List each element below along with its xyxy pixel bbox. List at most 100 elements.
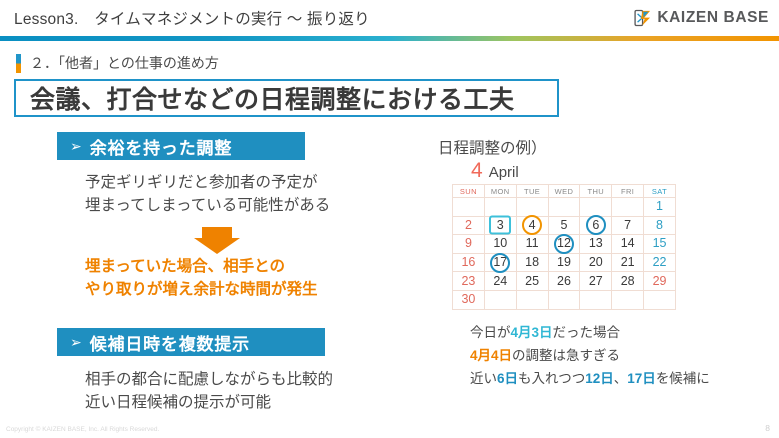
calendar-day-16[interactable]: 16 — [452, 252, 485, 273]
calendar-month-number: 4 — [471, 159, 483, 182]
calendar-day-label: 13 — [588, 236, 603, 251]
body-text-yoyuu-line1: 予定ギリギリだと参加者の予定が — [85, 174, 318, 191]
calendar-day-label: 11 — [525, 236, 539, 251]
calendar-day-label: 25 — [525, 273, 540, 288]
calendar-day-6[interactable]: 6 — [579, 215, 613, 236]
calendar-day-empty — [643, 289, 676, 310]
calendar-week-row: 9 10 11 12 13 14 15 — [452, 233, 676, 254]
calendar-dow-mon: MON — [483, 184, 517, 198]
down-arrow-icon — [194, 227, 240, 254]
caption-segment: 17日 — [627, 371, 656, 387]
calendar-week-row: 1 — [452, 197, 676, 217]
calendar-day-10[interactable]: 10 — [483, 234, 517, 254]
calendar-day-label: 30 — [461, 292, 476, 307]
caption-segment: 近い — [470, 371, 497, 387]
calendar-caption-line2: 4月4日の調整は急すぎる — [470, 344, 710, 367]
calendar-day-29[interactable]: 29 — [643, 271, 676, 291]
body-text-kouho: 相手の都合に配慮しながらも比較的 近い日程候補の提示が可能 — [85, 369, 333, 414]
calendar-day-21[interactable]: 21 — [611, 252, 645, 273]
calendar-day-20[interactable]: 20 — [579, 252, 613, 273]
caption-segment: 6日 — [497, 371, 519, 387]
emphasis-text: 埋まっていた場合、相手との やり取りが増え余計な時間が発生 — [85, 256, 318, 301]
calendar-day-13[interactable]: 13 — [579, 234, 613, 254]
calendar-month-heading: 4 April — [471, 160, 519, 181]
calendar-day-26[interactable]: 26 — [547, 271, 581, 291]
calendar-day-label: 21 — [620, 255, 635, 270]
calendar-day-label: 24 — [493, 273, 508, 288]
calendar-day-27[interactable]: 27 — [579, 271, 613, 291]
calendar-day-19[interactable]: 19 — [547, 252, 581, 273]
caption-segment: も入れつつ — [518, 371, 586, 387]
calendar-day-7[interactable]: 7 — [611, 215, 645, 236]
body-text-kouho-line2: 近い日程候補の提示が可能 — [85, 393, 272, 411]
calendar-day-18[interactable]: 18 — [515, 252, 549, 273]
page-title-box: 会議、打合せなどの日程調整における工夫 — [14, 79, 559, 117]
calendar-day-label: 28 — [620, 273, 635, 288]
calendar-day-label: 1 — [656, 199, 663, 214]
calendar-day-label: 12 — [553, 233, 574, 254]
calendar-day-label: 16 — [461, 255, 476, 270]
calendar-day-1[interactable]: 1 — [643, 197, 676, 217]
calendar-highlight-square-cyan-icon — [489, 215, 512, 235]
calendar-day-22[interactable]: 22 — [643, 252, 676, 273]
caption-segment: 12日 — [585, 371, 614, 387]
calendar-day-label: 10 — [493, 236, 508, 251]
calendar-day-28[interactable]: 28 — [611, 271, 645, 291]
calendar-day-label: 15 — [652, 236, 667, 251]
calendar-day-label: 3 — [489, 215, 512, 235]
calendar-day-17[interactable]: 17 — [483, 252, 517, 273]
calendar-day-label: 26 — [557, 273, 571, 288]
calendar-day-2[interactable]: 2 — [452, 215, 485, 236]
calendar-day-8[interactable]: 8 — [643, 215, 676, 236]
emphasis-text-line1: 埋まっていた場合、相手との — [85, 258, 285, 275]
calendar-day-label: 4 — [522, 215, 543, 236]
calendar-day-label: 22 — [652, 255, 667, 270]
calendar-day-label: 20 — [588, 255, 603, 270]
calendar-day-empty — [483, 289, 517, 310]
calendar-day-label: 2 — [464, 217, 472, 232]
caption-segment: だった場合 — [552, 325, 621, 340]
calendar-dow-tue: TUE — [515, 184, 549, 198]
kaizen-k-mark-icon — [634, 9, 651, 27]
calendar-day-24[interactable]: 24 — [483, 271, 517, 291]
body-text-kouho-line1: 相手の都合に配慮しながらも比較的 — [85, 371, 334, 388]
calendar-caption-line1: 今日が4月3日だった場合 — [470, 321, 710, 344]
calendar-day-11[interactable]: 11 — [515, 234, 549, 254]
banner-arrow-icon: ➢ — [70, 138, 82, 154]
calendar-day-12[interactable]: 12 — [547, 233, 581, 254]
page-title: 会議、打合せなどの日程調整における工夫 — [30, 86, 515, 114]
calendar-day-empty — [452, 197, 485, 217]
calendar-day-9[interactable]: 9 — [452, 234, 485, 254]
calendar-day-label: 6 — [585, 215, 606, 236]
calendar-dow-sun: SUN — [452, 184, 485, 198]
calendar-highlight-circle-blue-icon — [553, 233, 574, 254]
calendar-day-23[interactable]: 23 — [452, 271, 485, 291]
calendar-dow-fri: FRI — [611, 184, 645, 198]
calendar-month-name: April — [488, 164, 519, 181]
calendar-day-25[interactable]: 25 — [515, 271, 549, 291]
caption-segment: の調整は急すぎる — [512, 348, 621, 364]
calendar-day-30[interactable]: 30 — [452, 289, 485, 310]
calendar-day-4[interactable]: 4 — [515, 215, 549, 236]
calendar-day-14[interactable]: 14 — [611, 234, 645, 254]
calendar-day-label: 5 — [560, 217, 568, 232]
calendar-day-15[interactable]: 15 — [643, 234, 676, 254]
calendar-caption: 今日が4月3日だった場合 4月4日の調整は急すぎる 近い6日も入れつつ12日、1… — [470, 321, 710, 391]
section-banner-kouho-label: 候補日時を複数提示 — [89, 334, 250, 354]
calendar-day-3[interactable]: 3 — [483, 215, 517, 236]
calendar-day-label: 27 — [588, 273, 603, 288]
calendar-dow-thu: THU — [579, 184, 613, 198]
calendar-day-label: 8 — [656, 217, 663, 232]
calendar-highlight-circle-blue-icon — [585, 215, 606, 236]
calendar-highlight-circle-orange-icon — [522, 215, 543, 236]
calendar-day-5[interactable]: 5 — [547, 215, 581, 236]
calendar-day-empty — [547, 289, 581, 310]
calendar-day-label: 9 — [464, 236, 472, 251]
example-heading: 日程調整の例） — [438, 140, 547, 157]
section-banner-yoyuu-label: 余裕を持った調整 — [89, 138, 233, 158]
body-text-yoyuu: 予定ギリギリだと参加者の予定が 埋まってしまっている可能性がある — [85, 172, 330, 217]
calendar-day-empty — [483, 197, 517, 217]
